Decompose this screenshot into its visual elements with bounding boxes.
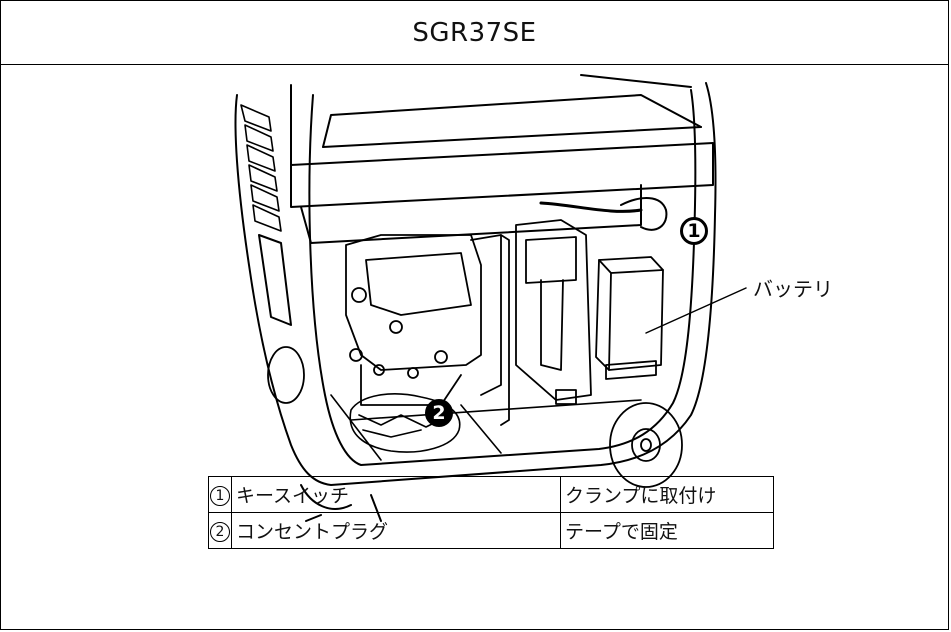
vent-grille (240, 104, 282, 232)
marker-2-plug: 2 (425, 399, 453, 427)
inner-frame (308, 89, 697, 466)
cable-loop (620, 197, 668, 231)
engine-block (345, 234, 510, 426)
legend-part-name: コンセントプラグ (231, 512, 561, 549)
top-edge (580, 74, 692, 88)
housing-outline (234, 82, 717, 486)
legend-number: 1 (208, 476, 232, 513)
legend-number: 2 (208, 512, 232, 549)
marker-1-key-switch: 1 (680, 217, 708, 245)
key-switch-cable (539, 201, 643, 213)
top-cover (322, 94, 702, 148)
side-panel (258, 234, 292, 326)
legend-action: テープで固定 (560, 512, 774, 549)
legend-number-circle: 2 (210, 522, 230, 542)
generator-illustration: 1 2 バッテリ (1, 65, 950, 631)
upper-shelf (300, 184, 642, 244)
battery-drawing (595, 256, 664, 380)
legend-number-circle: 1 (210, 486, 230, 506)
legend-action: クランプに取付け (560, 476, 774, 513)
handle-top (322, 126, 702, 148)
battery-label: バッテリ (753, 277, 833, 301)
battery-leader-line (645, 287, 747, 334)
page-title: SGR37SE (1, 1, 948, 65)
handle-bar (290, 142, 714, 208)
wheel-left (267, 346, 305, 404)
legend-part-name: キースイッチ (231, 476, 561, 513)
inverter-unit (515, 219, 592, 405)
